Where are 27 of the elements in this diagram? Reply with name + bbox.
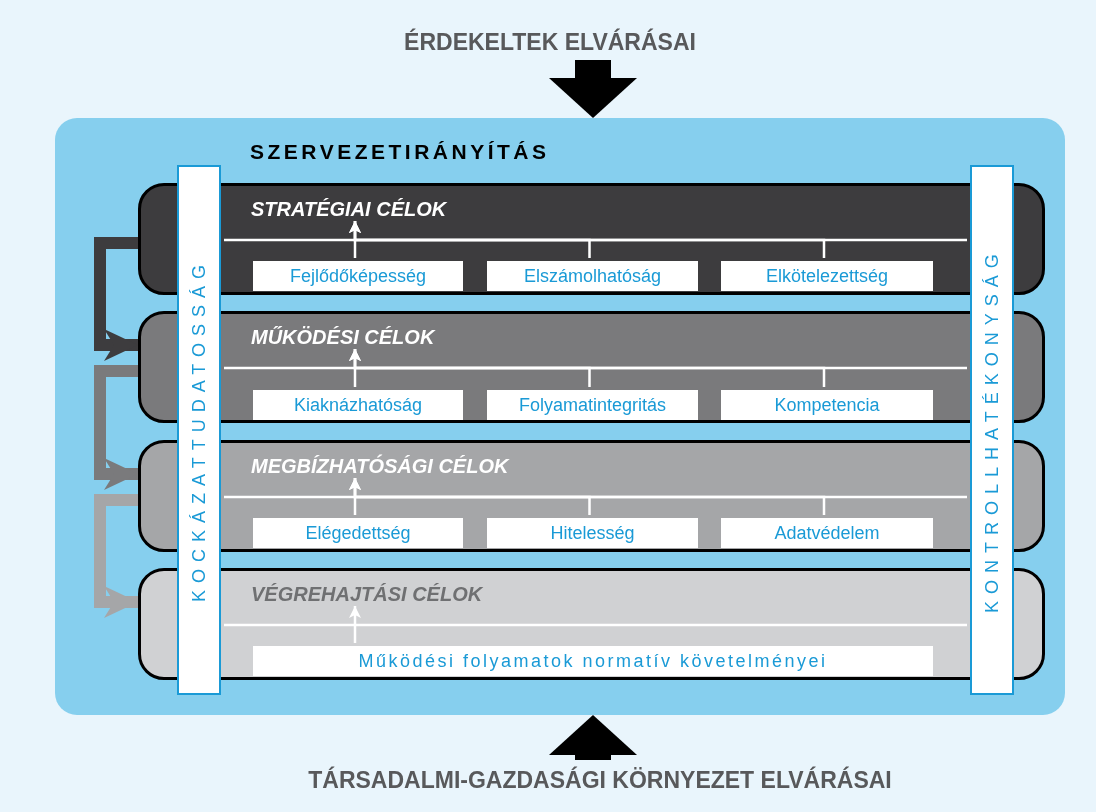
arrow bbox=[349, 478, 826, 515]
value-label: Fejlődőképesség bbox=[253, 261, 463, 291]
value-label: Adatvédelem bbox=[721, 518, 933, 548]
vertical-banner: KOCKÁZATTUDATOSSÁG bbox=[177, 165, 221, 695]
value-label: Működési folyamatok normatív követelményei bbox=[253, 646, 933, 676]
value-label: Folyamatintegritás bbox=[487, 390, 698, 420]
value-label: Elszámolhatóság bbox=[487, 261, 698, 291]
vertical-banner: KONTROLLHATÉKONYSÁG bbox=[970, 165, 1014, 695]
arrow bbox=[349, 349, 826, 387]
organization-panel bbox=[55, 118, 1065, 715]
value-label: Kompetencia bbox=[721, 390, 933, 420]
value-label: Hitelesség bbox=[487, 518, 698, 548]
arrow bbox=[549, 715, 637, 760]
arrow bbox=[349, 221, 826, 258]
panel-heading: SZERVEZETIRÁNYÍTÁS bbox=[250, 140, 550, 164]
value-label: Elégedettség bbox=[253, 518, 463, 548]
arrow bbox=[549, 60, 637, 118]
value-label: Elkötelezettség bbox=[721, 261, 933, 291]
heading-text: TÁRSADALMI-GAZDASÁGI KÖRNYEZET ELVÁRÁSAI bbox=[250, 760, 950, 800]
layer-heading: VÉGREHAJTÁSI CÉLOK bbox=[251, 583, 483, 606]
heading-text: ÉRDEKELTEK ELVÁRÁSAI bbox=[300, 24, 800, 60]
layer-heading: STRATÉGIAI CÉLOK bbox=[251, 198, 447, 221]
arrow bbox=[349, 606, 361, 643]
layer-heading: MŰKÖDÉSI CÉLOK bbox=[251, 326, 435, 349]
value-label: Kiaknázhatóság bbox=[253, 390, 463, 420]
layer-heading: MEGBÍZHATÓSÁGI CÉLOK bbox=[251, 455, 509, 478]
arrow bbox=[94, 365, 138, 490]
